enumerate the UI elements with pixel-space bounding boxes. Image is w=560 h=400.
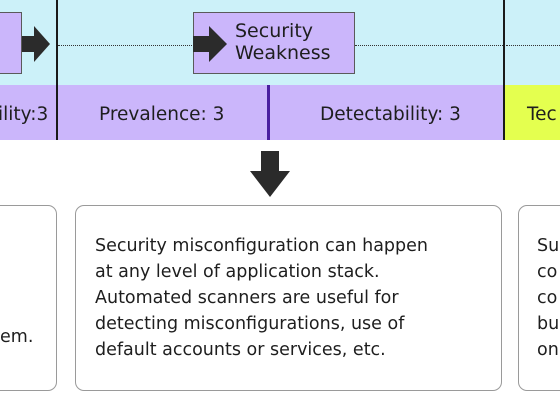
technical-impact-cell — [504, 85, 560, 140]
card-right-line: bu — [537, 314, 560, 334]
description-card-center — [75, 205, 502, 391]
column-divider — [503, 0, 505, 140]
flow-node-partial-left — [0, 12, 22, 74]
flow-node-label: Security Weakness — [235, 20, 331, 64]
card-center-line: detecting misconfigurations, use of — [95, 314, 405, 334]
metric-divider — [267, 85, 270, 140]
metric-prevalence: Prevalence: 3 — [99, 104, 225, 125]
right-arrow-icon — [193, 26, 227, 62]
card-right-line: Su — [537, 236, 560, 256]
connector-dotted — [58, 45, 194, 46]
connector-dotted — [506, 45, 560, 46]
card-center-line: default accounts or services, etc. — [95, 340, 386, 360]
column-divider — [56, 0, 58, 140]
connector-dotted — [355, 45, 503, 46]
card-center-line: at any level of application stack. — [95, 262, 380, 282]
card-right-line: co — [537, 262, 558, 282]
card-right-line: co — [537, 288, 558, 308]
flow-node-label-line: Security — [235, 20, 314, 42]
metric-band — [0, 85, 560, 140]
card-right-text: Su co co bu on — [537, 233, 559, 363]
metric-exploitability: ility:3 — [0, 104, 49, 125]
card-left-line: em. — [0, 327, 34, 347]
metric-detectability: Detectability: 3 — [320, 104, 461, 125]
right-arrow-icon — [22, 26, 50, 62]
flow-node-label-line: Weakness — [235, 42, 331, 64]
card-center-line: Automated scanners are useful for — [95, 288, 399, 308]
card-left-text: em. — [0, 324, 33, 350]
card-center-text: Security misconfiguration can happen at … — [95, 233, 428, 363]
card-center-line: Security misconfiguration can happen — [95, 236, 428, 256]
description-card-right — [518, 205, 560, 391]
description-card-left — [0, 205, 57, 391]
metric-technical-impact: Tec — [527, 104, 557, 125]
card-right-line: on — [537, 340, 559, 360]
down-arrow-icon — [250, 151, 290, 197]
